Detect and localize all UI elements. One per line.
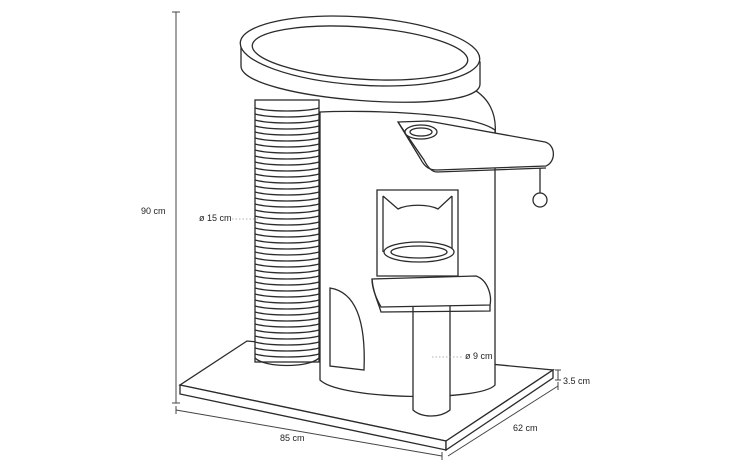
support-pole xyxy=(412,304,451,417)
sisal-ring xyxy=(254,293,320,298)
sisal-ring xyxy=(254,215,320,220)
sisal-ring xyxy=(254,173,320,178)
step-platform xyxy=(371,275,492,313)
sisal-ring xyxy=(254,299,320,304)
post-diameter-label: ø 15 cm xyxy=(199,213,232,223)
sisal-ring xyxy=(254,233,320,238)
sisal-ring xyxy=(254,275,320,280)
platform-hole xyxy=(404,124,438,140)
sisal-ring xyxy=(254,251,320,256)
inner-bowl xyxy=(383,241,455,263)
depth-label: 62 cm xyxy=(513,423,538,433)
sisal-ring xyxy=(254,197,320,202)
sisal-ring xyxy=(254,137,320,142)
sisal-ring xyxy=(254,317,320,322)
sisal-ring xyxy=(254,161,320,166)
sisal-ring xyxy=(254,341,320,346)
sisal-ring xyxy=(254,119,320,124)
sisal-ring xyxy=(254,353,320,358)
sisal-ring xyxy=(254,245,320,250)
sisal-ring xyxy=(254,143,320,148)
sisal-ring xyxy=(254,227,320,232)
sisal-rings xyxy=(254,107,320,358)
sisal-ring xyxy=(254,263,320,268)
sisal-ring xyxy=(254,305,320,310)
height-label: 90 cm xyxy=(141,206,166,216)
width-label: 85 cm xyxy=(280,433,305,443)
tower-window xyxy=(376,189,459,277)
sisal-ring xyxy=(254,335,320,340)
sisal-ring xyxy=(254,179,320,184)
side-entrance xyxy=(329,287,365,371)
sisal-ring xyxy=(254,149,320,154)
pole-diameter-label: ø 9 cm xyxy=(465,351,493,361)
sisal-ring xyxy=(254,185,320,190)
sisal-ring xyxy=(254,221,320,226)
sisal-ring xyxy=(254,347,320,352)
sisal-ring xyxy=(254,167,320,172)
sisal-ring xyxy=(254,131,320,136)
sisal-ring xyxy=(254,155,320,160)
side-platform xyxy=(396,120,555,208)
sisal-ring xyxy=(254,209,320,214)
sisal-ring xyxy=(254,287,320,292)
sisal-ring xyxy=(254,191,320,196)
sisal-ring xyxy=(254,329,320,334)
sisal-ring xyxy=(254,269,320,274)
base-thickness-label: 3.5 cm xyxy=(563,376,591,386)
sisal-ring xyxy=(254,203,320,208)
sisal-ring xyxy=(254,281,320,286)
sisal-ring xyxy=(254,323,320,328)
sisal-ring xyxy=(254,107,320,112)
dimension-lines xyxy=(172,11,561,460)
sisal-ring xyxy=(254,239,320,244)
toy-ball xyxy=(532,192,548,208)
sisal-ring xyxy=(254,125,320,130)
sisal-ring xyxy=(254,311,320,316)
sisal-ring xyxy=(254,113,320,118)
scratching-post xyxy=(254,99,320,367)
sisal-ring xyxy=(254,257,320,262)
top-bed xyxy=(239,15,481,103)
